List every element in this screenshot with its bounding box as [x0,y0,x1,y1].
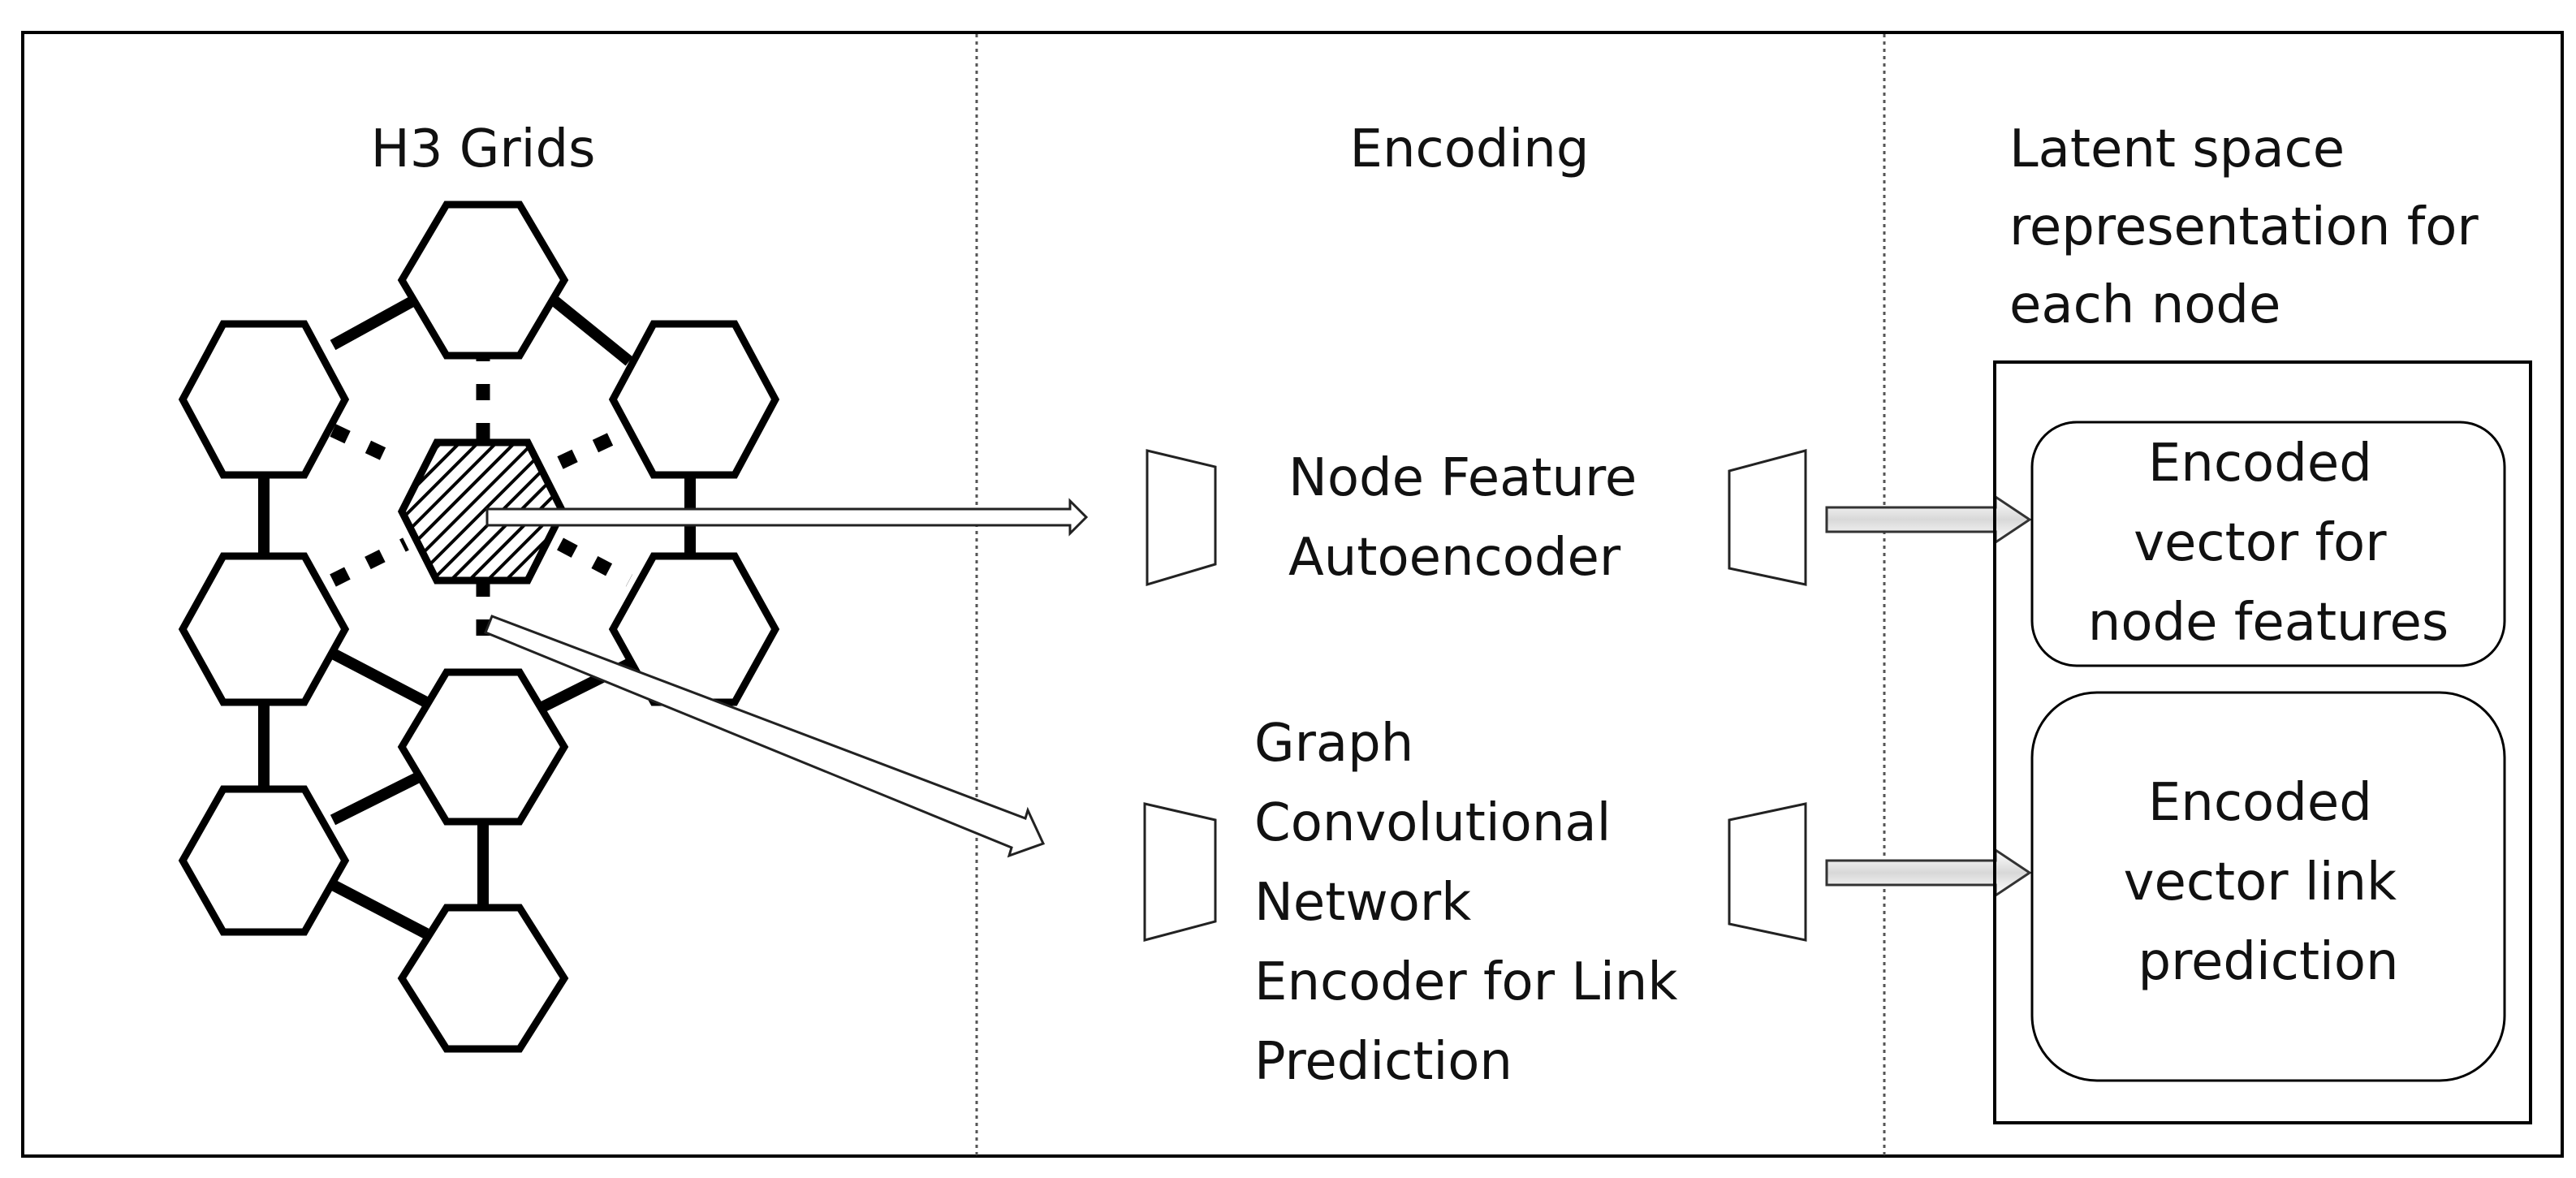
graph-edge [330,648,429,708]
latent-title-line-3: each node [2009,275,2280,335]
graph-edge-dashed [330,424,405,469]
hexagon-cell [608,320,780,479]
hexagon-cell [178,552,350,706]
hexagon-cell [178,785,350,936]
gcn-label-line-5: Prediction [1254,1032,1512,1092]
node-vector-line-3: node features [2088,593,2449,653]
hexagon-cell [397,201,569,360]
graph-edge [330,295,417,351]
hexagon-cell [397,668,569,826]
gcn-label-line-1: Graph [1254,714,1413,774]
node-autoencoder-output-trapezoid [1728,449,1807,586]
node-vector-line-2: vector for [2134,513,2387,573]
link-vector-line-3: prediction [2138,932,2398,992]
gcn-label-line-2: Convolutional [1254,793,1611,853]
arrow-to-link-vector [1825,848,2032,898]
link-prediction-vector-box [2030,691,2506,1082]
gcn-label-line-3: Network [1254,873,1471,933]
latent-space-container [1993,360,2532,1124]
outer-frame [21,31,2564,1158]
latent-title-line-1: Latent space [2009,119,2345,179]
graph-edge-dashed [557,424,632,469]
encoding-title: Encoding [1350,119,1590,179]
latent-title-line-2: representation for [2009,197,2479,257]
hexagon-cell [178,320,350,479]
arrow-to-gcn-encoder [484,615,1046,858]
h3-hex-graph [178,201,780,1053]
link-prediction-vector-label: Encoded vector link prediction [2124,773,2414,992]
graph-edge-dashed [330,537,409,587]
gcn-encoder-input-trapezoid [1143,802,1217,942]
graph-edge [330,879,429,939]
arrow-to-node-vector [1825,494,2032,545]
link-vector-line-1: Encoded [2148,773,2372,833]
node-features-vector-label: Encoded vector for node features [2088,434,2449,653]
node-features-vector-box [2030,421,2506,667]
node-vector-line-1: Encoded [2148,434,2372,494]
node-feature-autoencoder-label: Node Feature Autoencoder [1288,448,1654,588]
arrow-to-node-autoencoder [485,498,1089,537]
node-autoencoder-input-trapezoid [1146,449,1217,587]
gcn-encoder-output-trapezoid [1728,802,1807,942]
latent-space-title: Latent space representation for each nod… [2009,119,2495,335]
node-autoencoder-line-2: Autoencoder [1288,528,1621,588]
h3-grids-title: H3 Grids [371,119,596,179]
graph-edge-dashed [557,537,632,587]
graph-edge [540,287,633,366]
gcn-label-line-4: Encoder for Link [1254,952,1677,1012]
link-vector-line-2: vector link [2124,852,2397,913]
gcn-encoder-label: Graph Convolutional Network Encoder for … [1254,714,1694,1092]
hexagon-cell [397,904,569,1053]
graph-edge [330,770,425,826]
node-autoencoder-line-1: Node Feature [1288,448,1637,508]
